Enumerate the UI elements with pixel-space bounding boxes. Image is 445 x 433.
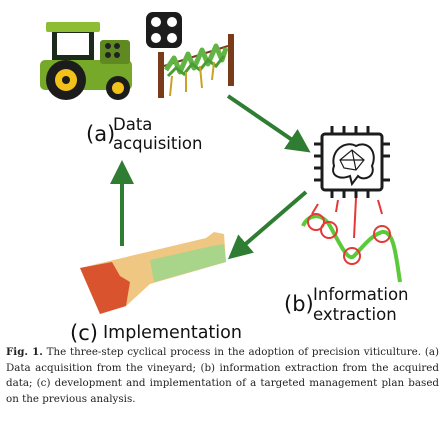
figure: (a) Data acquisition (b) Information ext… bbox=[40, 12, 409, 345]
tractor-icon bbox=[40, 22, 132, 100]
caption-text: The three-step cyclical process in the a… bbox=[6, 346, 439, 405]
arrow-to-implementation bbox=[227, 190, 308, 260]
label-c-text: Implementation bbox=[103, 323, 242, 343]
figure-graphic bbox=[40, 12, 402, 314]
caption-prefix: Fig. 1. bbox=[6, 346, 43, 358]
label-b-marker: (b) bbox=[284, 292, 314, 316]
field-map-icon bbox=[80, 232, 226, 314]
label-a-line1: Data bbox=[113, 115, 153, 134]
arrow-to-extraction bbox=[226, 94, 311, 153]
label-c-marker: (c) bbox=[70, 321, 98, 345]
label-b-line1: Information bbox=[313, 285, 409, 304]
vineyard-row-icon bbox=[158, 34, 234, 98]
label-b-line2: extraction bbox=[313, 305, 397, 324]
ai-chip-icon bbox=[314, 126, 390, 198]
drone-icon bbox=[146, 12, 182, 48]
label-a-marker: (a) bbox=[86, 122, 116, 146]
data-curve-icon bbox=[301, 197, 402, 283]
label-a-line2: acquisition bbox=[113, 134, 203, 153]
figure-caption: Fig. 1. The three-step cyclical process … bbox=[6, 345, 439, 407]
